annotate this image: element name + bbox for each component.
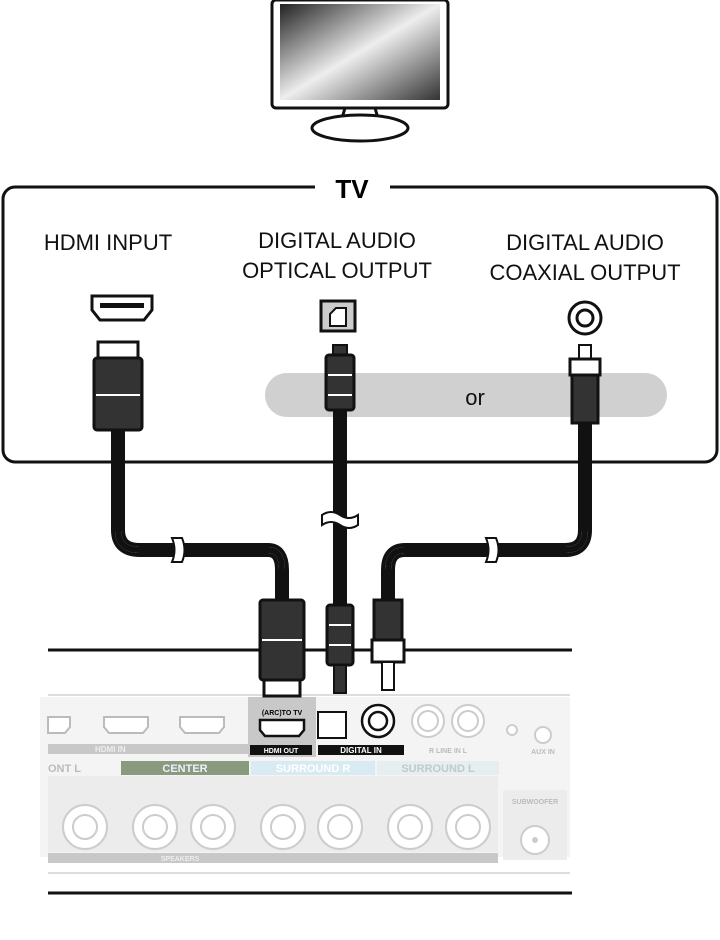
- speaker-terminals: [48, 776, 498, 852]
- coax-label-2: COAXIAL OUTPUT: [489, 260, 680, 285]
- hdmi-in-label: HDMI IN: [95, 745, 126, 754]
- front-l-label: ONT L: [48, 763, 81, 775]
- subwoofer-label: SUBWOOFER: [512, 799, 558, 806]
- hdmi-plug-icon: [92, 340, 144, 432]
- digital-in-label: DIGITAL IN: [340, 746, 382, 755]
- coax-label-1: DIGITAL AUDIO: [506, 230, 664, 255]
- line-in-ports: [411, 704, 485, 738]
- hdmi-port-icon: [90, 294, 154, 322]
- hdmi-out-label: HDMI OUT: [264, 748, 299, 755]
- hdmi-plug-receiver-icon: [258, 598, 306, 698]
- cable-break-marks: [170, 511, 500, 563]
- center-label: CENTER: [162, 763, 207, 775]
- optical-plug-receiver-icon: [325, 603, 355, 694]
- tv-monitor-icon: [270, 0, 450, 143]
- arc-label: (ARC)TO TV: [262, 710, 303, 717]
- optical-port-icon: [319, 299, 357, 333]
- hdmi-input-label: HDMI INPUT: [44, 230, 172, 255]
- optical-label-2: OPTICAL OUTPUT: [242, 258, 432, 283]
- speakers-label: SPEAKERS: [161, 856, 200, 863]
- line-in-label: R LINE IN L: [429, 748, 468, 755]
- optical-label-1: DIGITAL AUDIO: [258, 228, 416, 253]
- aux-in-label: AUX IN: [531, 749, 555, 756]
- coax-port-icon: [567, 300, 603, 336]
- hdmi-in-ports: [47, 716, 225, 734]
- subwoofer-port-icon: [520, 825, 550, 855]
- hdmi-out-port-icon: [258, 718, 306, 738]
- digital-coax-in-icon: [360, 703, 396, 739]
- or-band: [265, 373, 667, 417]
- coax-plug-receiver-icon: [370, 598, 406, 691]
- digital-optical-in-icon: [317, 711, 347, 739]
- tv-label: TV: [335, 174, 369, 204]
- surround-r-label: SURROUND R: [276, 763, 351, 775]
- coax-plug-icon: [568, 344, 602, 425]
- surround-l-label: SURROUND L: [401, 763, 475, 775]
- optical-plug-icon: [324, 344, 356, 412]
- or-label: or: [465, 385, 485, 410]
